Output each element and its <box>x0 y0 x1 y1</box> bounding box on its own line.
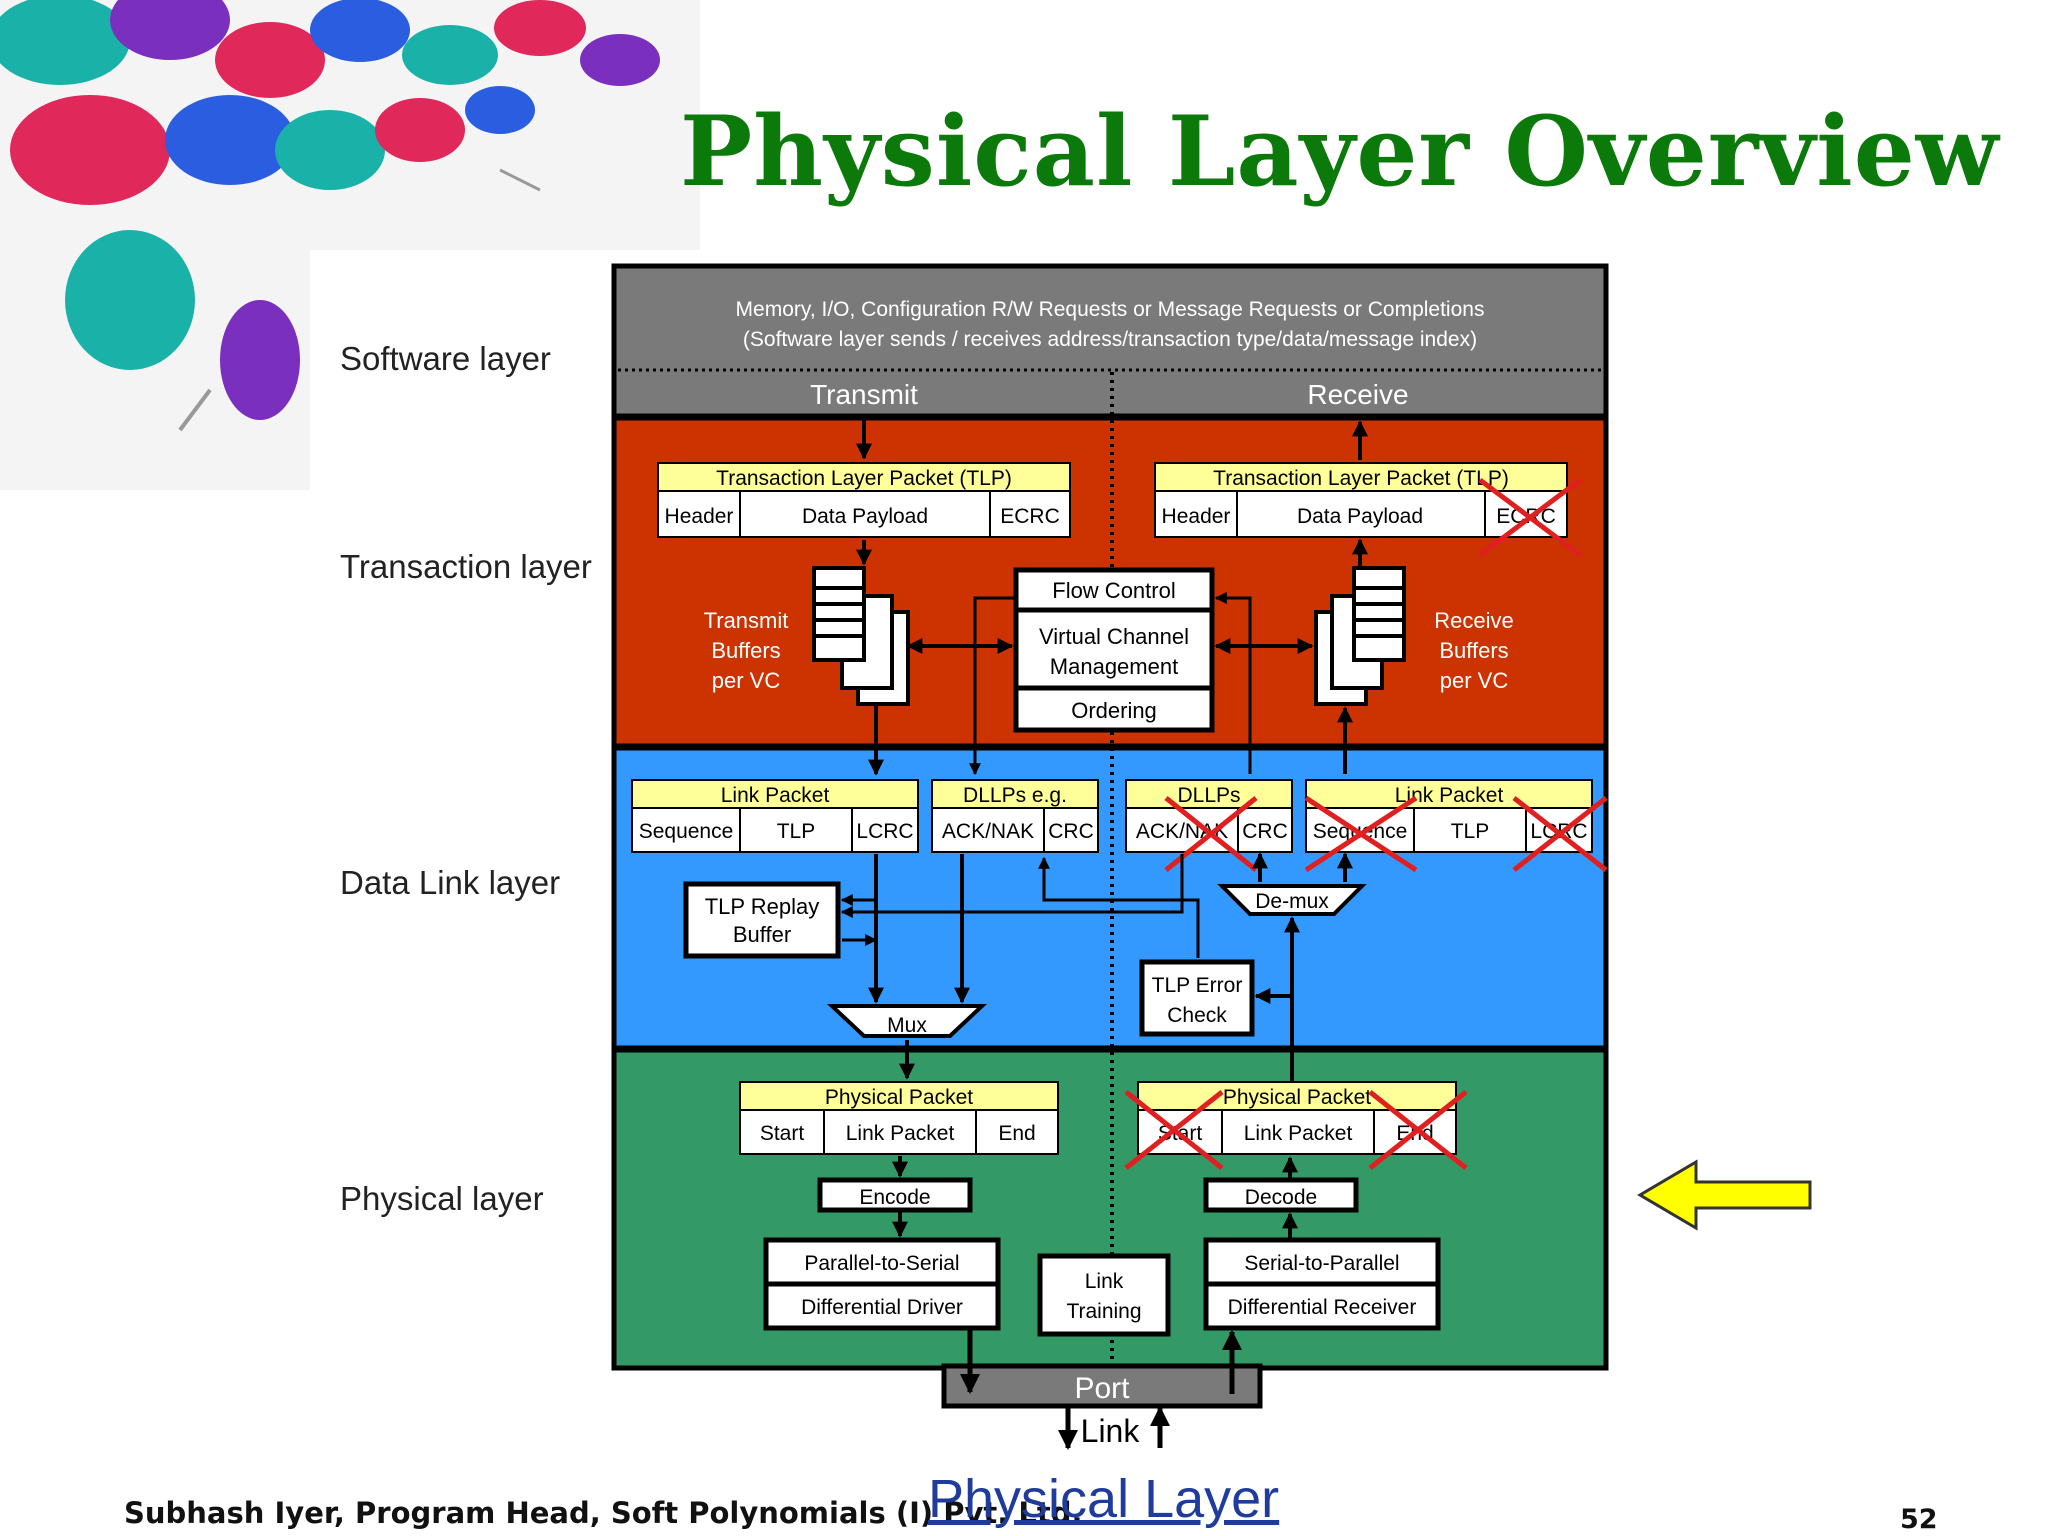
s2p-label: Serial-to-Parallel <box>1244 1252 1399 1275</box>
tx-physical-start: Start <box>760 1122 805 1145</box>
mux-shape <box>826 1004 988 1038</box>
rx-datalink-crosses <box>1164 795 1608 873</box>
rx-tlp-title: Transaction Layer Packet (TLP) <box>1213 467 1509 490</box>
tx-tlp-title: Transaction Layer Packet (TLP) <box>716 467 1012 490</box>
tx-physical-link: Link Packet <box>846 1122 955 1145</box>
tx-buffers-label-1: Transmit <box>704 608 789 633</box>
rx-link-tlp: TLP <box>1451 820 1490 843</box>
error-check-1: TLP Error <box>1152 974 1243 997</box>
rx-buffer-stack <box>1314 566 1406 706</box>
link-training-1: Link <box>1085 1270 1124 1293</box>
tx-dllp-crc: CRC <box>1048 820 1094 843</box>
vc-management-2: Management <box>1050 654 1178 679</box>
p2s-label: Parallel-to-Serial <box>804 1252 959 1275</box>
rx-tlp-header: Header <box>1162 505 1231 528</box>
rx-ecrc-cross <box>1478 478 1582 557</box>
decode-label: Decode <box>1245 1186 1317 1209</box>
software-line-1: Memory, I/O, Configuration R/W Requests … <box>736 298 1485 321</box>
ordering: Ordering <box>1071 698 1157 723</box>
layer-label-transaction: Transaction layer <box>340 548 592 585</box>
rx-buffers-label-1: Receive <box>1434 608 1513 633</box>
transmit-label: Transmit <box>810 379 918 410</box>
tx-tlp-header: Header <box>665 505 734 528</box>
tx-link-tlp: TLP <box>777 820 816 843</box>
layer-label-software: Software layer <box>340 340 551 377</box>
flow-control: Flow Control <box>1052 578 1175 603</box>
tx-link-packet-title: Link Packet <box>721 784 830 807</box>
rx-physical-link: Link Packet <box>1244 1122 1353 1145</box>
page-number: 52 <box>1900 1504 1938 1535</box>
tx-physical-title: Physical Packet <box>825 1086 973 1109</box>
demux-shape <box>1217 884 1367 916</box>
layer-label-datalink: Data Link layer <box>340 864 561 901</box>
rx-dllp-crc: CRC <box>1242 820 1288 843</box>
replay-buffer-2: Buffer <box>733 922 791 947</box>
footer-link[interactable]: Physical Layer <box>928 1469 1280 1529</box>
yellow-pointer-arrow <box>1637 1159 1812 1231</box>
mux-label: Mux <box>887 1014 927 1037</box>
port-label: Port <box>1074 1372 1130 1405</box>
tx-buffer-stack <box>812 566 910 706</box>
vc-management-1: Virtual Channel <box>1039 624 1189 649</box>
tx-physical-end: End <box>998 1122 1035 1145</box>
diff-receiver-label: Differential Receiver <box>1228 1296 1417 1319</box>
rx-physical-title: Physical Packet <box>1223 1086 1371 1109</box>
software-line-2: (Software layer sends / receives address… <box>743 328 1477 351</box>
pushpins-photo <box>0 0 700 490</box>
diff-driver-label: Differential Driver <box>801 1296 963 1319</box>
slide-title: Physical Layer Overview <box>680 95 2000 208</box>
rx-dllp-title: DLLPs <box>1177 784 1240 807</box>
rx-buffers-label-2: Buffers <box>1439 638 1508 663</box>
link-training-2: Training <box>1066 1300 1141 1323</box>
receive-label: Receive <box>1307 379 1408 410</box>
rx-physical-crosses <box>1124 1090 1468 1170</box>
tx-link-sequence: Sequence <box>639 820 734 843</box>
layer-label-physical: Physical layer <box>340 1180 544 1217</box>
tx-tlp-ecrc: ECRC <box>1000 505 1060 528</box>
rx-link-packet-title: Link Packet <box>1395 784 1504 807</box>
footer-credit: Subhash Iyer, Program Head, Soft Polynom… <box>124 1496 1083 1530</box>
error-check-2: Check <box>1167 1004 1227 1027</box>
tx-dllp-acknak: ACK/NAK <box>942 820 1034 843</box>
tx-buffers-label-2: Buffers <box>711 638 780 663</box>
replay-buffer-1: TLP Replay <box>705 894 820 919</box>
encode-label: Encode <box>859 1186 930 1209</box>
tx-buffers-label-3: per VC <box>712 668 781 693</box>
tx-tlp-payload: Data Payload <box>802 505 928 528</box>
rx-buffers-label-3: per VC <box>1440 668 1509 693</box>
demux-label: De-mux <box>1255 890 1329 913</box>
link-label: Link <box>1081 1413 1141 1449</box>
tx-link-lcrc: LCRC <box>856 820 913 843</box>
tx-dllp-title: DLLPs e.g. <box>963 784 1067 807</box>
rx-tlp-payload: Data Payload <box>1297 505 1423 528</box>
